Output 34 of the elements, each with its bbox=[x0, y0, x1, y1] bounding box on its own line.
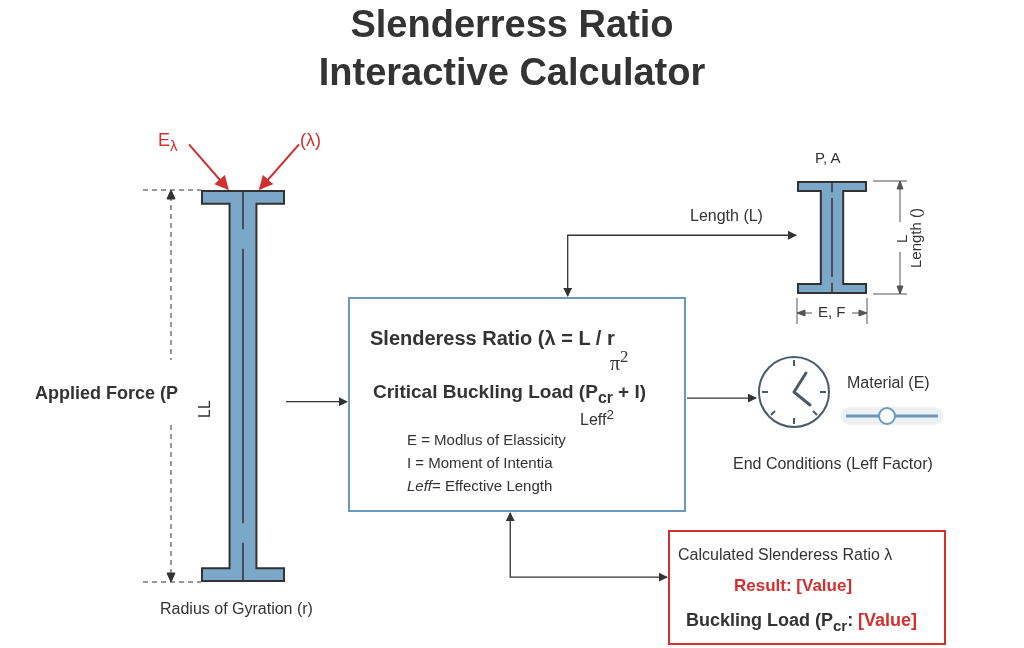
formula-text: E = Modlus of Elassicity bbox=[407, 431, 566, 448]
dimension-label: E, F bbox=[818, 303, 846, 320]
formula-box bbox=[348, 297, 686, 512]
dimension-label: Length () bbox=[907, 207, 924, 268]
control-label: Material (E) bbox=[847, 374, 930, 392]
arrow bbox=[285, 397, 348, 407]
arrow bbox=[686, 393, 757, 403]
result-value: Buckling Load (P$_{cr}$: bbox=[686, 610, 854, 634]
column-drawing bbox=[797, 181, 867, 294]
formula-text: π$^{2}$ bbox=[610, 347, 629, 375]
arrow bbox=[258, 143, 300, 191]
formula-text: Slenderess Ratio (λ = L / r bbox=[370, 327, 615, 350]
title: Slenderress Ratio Interactive Calculator bbox=[317, 2, 707, 95]
force-label: E$_{λ}$ bbox=[158, 130, 188, 154]
formula-text: Leff= Effective Length bbox=[407, 477, 553, 494]
result-value: [Value] bbox=[858, 610, 918, 631]
arrow bbox=[188, 143, 229, 191]
arrow bbox=[563, 230, 797, 297]
result-box bbox=[668, 530, 946, 645]
dimension-label: P, A bbox=[815, 149, 841, 166]
arrow bbox=[505, 512, 668, 582]
dimension-label: LL bbox=[196, 400, 214, 418]
formula-text: Critical Buckling Load (P$_{cr}$ + I) bbox=[373, 381, 647, 407]
formula-text: Leff$^{2}$ bbox=[580, 407, 614, 430]
force-label: Applied Force (P bbox=[35, 383, 178, 404]
dimension-label: L bbox=[893, 234, 910, 243]
result-heading: Calculated Slenderess Ratio λ bbox=[678, 546, 893, 564]
clock-icon bbox=[757, 355, 831, 429]
control-label: End Conditions (Leff Factor) bbox=[733, 455, 933, 473]
result-value: Result: [Value] bbox=[734, 576, 853, 596]
caption-label: Radius of Gyration (r) bbox=[160, 600, 313, 618]
edge-label: Length (L) bbox=[688, 207, 765, 225]
force-label: (λ) bbox=[300, 130, 330, 154]
formula-text: I = Moment of Intentia bbox=[407, 454, 553, 471]
